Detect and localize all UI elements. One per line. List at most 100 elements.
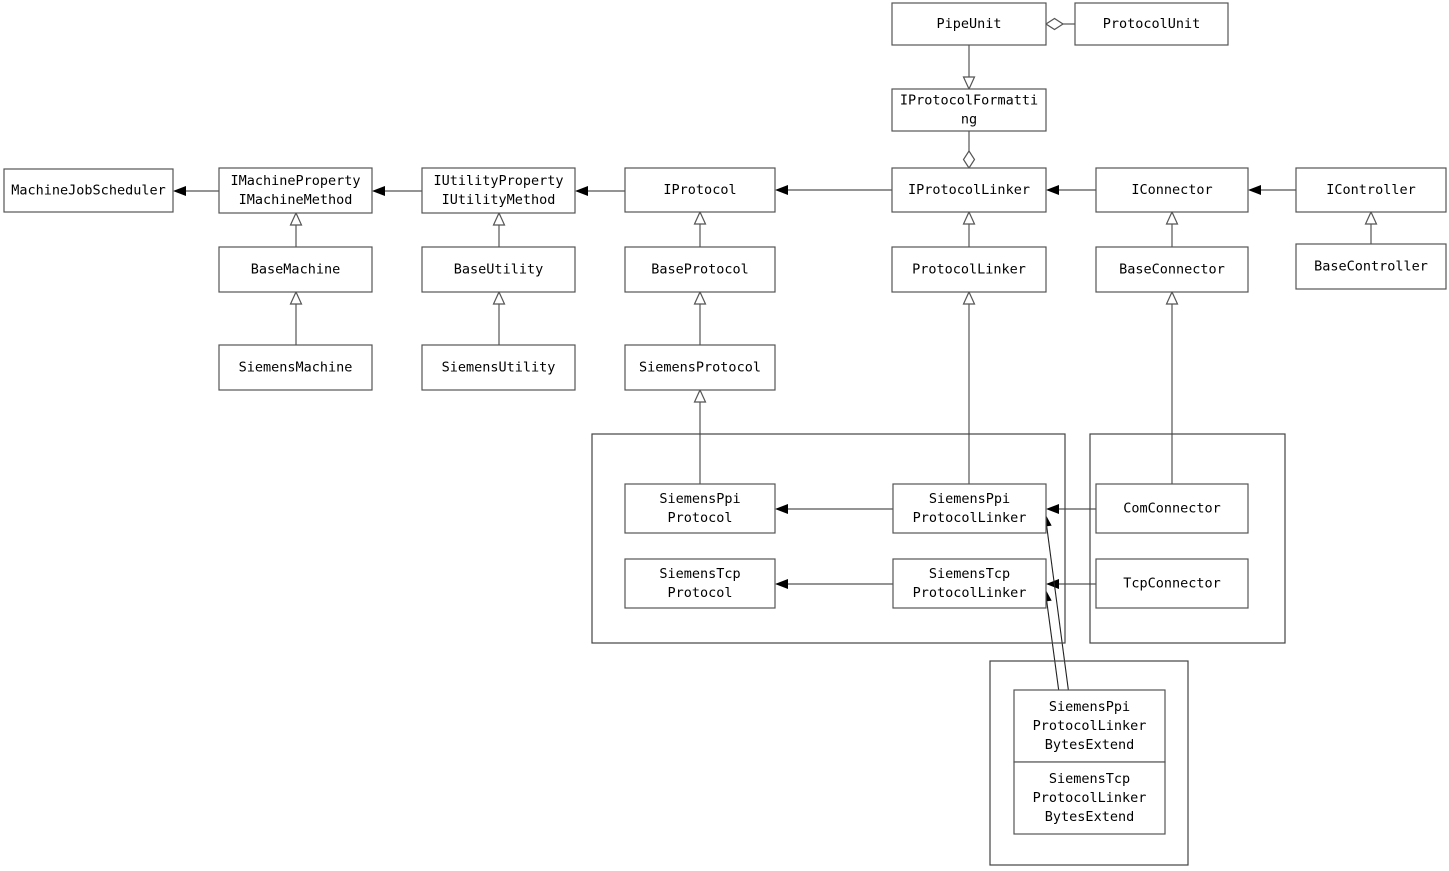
edge-iUtility-to-iMachine	[372, 186, 422, 196]
class-box-rect[interactable]	[892, 558, 1047, 609]
class-box-rect[interactable]	[1095, 246, 1249, 293]
class-box-siemensUtility[interactable]: SiemensUtility	[421, 344, 576, 391]
class-box-rect[interactable]	[1095, 558, 1249, 609]
class-box-label: IUtilityMethod	[442, 192, 556, 208]
hollow-arrowhead	[693, 388, 707, 403]
edge-layer	[173, 17, 1378, 763]
class-box-rect[interactable]	[624, 483, 776, 534]
hollow-arrowhead	[962, 76, 976, 91]
edge-pipeUnit-to-iProtocolFormatting	[962, 45, 976, 91]
class-box-rect[interactable]	[624, 167, 776, 213]
class-box-iProtocol[interactable]: IProtocol	[624, 167, 776, 213]
class-box-rect[interactable]	[891, 246, 1047, 293]
class-box-label: BaseProtocol	[651, 262, 749, 278]
class-box-rect[interactable]	[891, 167, 1047, 213]
class-box-protocolUnit[interactable]: ProtocolUnit	[1074, 2, 1229, 46]
class-box-rect[interactable]	[624, 558, 776, 609]
class-box-baseMachine[interactable]: BaseMachine	[218, 246, 373, 293]
class-box-label: ProtocolLinker	[1033, 790, 1147, 806]
group-layer	[591, 433, 1286, 866]
class-box-label: Protocol	[667, 510, 732, 526]
class-box-baseProtocol[interactable]: BaseProtocol	[624, 246, 776, 293]
class-box-label: ProtocolLinker	[1033, 718, 1147, 734]
class-box-label: SiemensProtocol	[639, 360, 761, 376]
class-box-siemensMachine[interactable]: SiemensMachine	[218, 344, 373, 391]
edge-baseProtocol-to-iProtocol	[693, 210, 707, 247]
class-box-label: SiemensPpi	[659, 491, 740, 507]
solid-arrowhead	[775, 579, 788, 589]
class-box-rect[interactable]	[218, 167, 373, 214]
class-box-label: SiemensPpi	[1049, 699, 1130, 715]
edge-siemensPpiProtocolLinker-to-siemensPpiProtocol	[775, 504, 893, 514]
edge-iConnector-to-iProtocolLinker	[1046, 185, 1096, 195]
class-box-rect[interactable]	[421, 344, 576, 391]
class-box-protocolLinker[interactable]: ProtocolLinker	[891, 246, 1047, 293]
class-box-rect[interactable]	[218, 344, 373, 391]
class-box-machineJobScheduler[interactable]: MachineJobScheduler	[3, 168, 174, 213]
class-box-label: IMachineMethod	[239, 192, 353, 208]
class-box-rect[interactable]	[1013, 761, 1166, 835]
edge-line	[1045, 524, 1069, 691]
class-box-rect[interactable]	[1295, 243, 1447, 290]
solid-arrowhead	[1046, 504, 1059, 514]
class-box-rect[interactable]	[624, 344, 776, 391]
class-box-iProtocolLinker[interactable]: IProtocolLinker	[891, 167, 1047, 213]
edge-iMachine-to-machineJobScheduler	[173, 186, 219, 196]
class-box-comConnector[interactable]: ComConnector	[1095, 483, 1249, 534]
class-box-rect[interactable]	[421, 167, 576, 214]
class-box-rect[interactable]	[1074, 2, 1229, 46]
edge-baseUtility-to-iUtility	[492, 211, 506, 247]
class-box-label: SiemensTcp	[1049, 771, 1130, 787]
solid-arrowhead	[775, 504, 788, 514]
group-bytes-extend	[989, 660, 1189, 866]
class-box-label: SiemensMachine	[239, 360, 353, 376]
class-box-rect[interactable]	[624, 246, 776, 293]
class-box-rect[interactable]	[3, 168, 174, 213]
hollow-arrowhead	[693, 210, 707, 225]
hollow-arrowhead	[962, 210, 976, 225]
edge-siemensPpiProtocolLinker-to-protocolLinker	[962, 290, 976, 484]
class-box-baseController[interactable]: BaseController	[1295, 243, 1447, 290]
class-box-label: SiemensTcp	[659, 566, 740, 582]
class-box-iController[interactable]: IController	[1295, 167, 1447, 213]
edge-siemensMachine-to-baseMachine	[289, 290, 303, 345]
class-box-rect[interactable]	[892, 483, 1047, 534]
class-box-label: PipeUnit	[936, 16, 1001, 32]
class-box-label: BaseController	[1314, 259, 1428, 275]
class-box-label: SiemensTcp	[929, 566, 1010, 582]
class-box-siemensProtocol[interactable]: SiemensProtocol	[624, 344, 776, 391]
class-box-rect[interactable]	[218, 246, 373, 293]
class-box-rect[interactable]	[1295, 167, 1447, 213]
class-box-label: MachineJobScheduler	[11, 183, 165, 199]
class-box-label: IConnector	[1131, 182, 1212, 198]
class-box-rect[interactable]	[1095, 483, 1249, 534]
class-box-label: IMachineProperty	[230, 173, 360, 189]
class-box-iConnector[interactable]: IConnector	[1095, 167, 1249, 213]
solid-arrowhead	[173, 186, 186, 196]
edge-iController-to-iConnector	[1248, 185, 1296, 195]
class-box-rect[interactable]	[421, 246, 576, 293]
class-box-baseUtility[interactable]: BaseUtility	[421, 246, 576, 293]
edge-baseMachine-to-iMachine	[289, 211, 303, 247]
solid-arrowhead	[372, 186, 385, 196]
class-box-rect[interactable]	[891, 2, 1047, 46]
class-box-tcpConnector[interactable]: TcpConnector	[1095, 558, 1249, 609]
class-box-label: ProtocolUnit	[1103, 16, 1201, 32]
class-box-rect[interactable]	[1095, 167, 1249, 213]
class-box-rect[interactable]	[891, 88, 1047, 132]
class-box-baseConnector[interactable]: BaseConnector	[1095, 246, 1249, 293]
class-box-pipeUnit[interactable]: PipeUnit	[891, 2, 1047, 46]
hollow-arrowhead	[962, 290, 976, 305]
class-box-label: TcpConnector	[1123, 576, 1221, 592]
class-box-label: IProtocolFormatti	[900, 93, 1038, 109]
